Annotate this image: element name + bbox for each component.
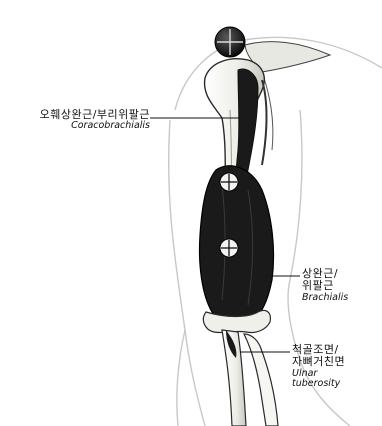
coracobrachialis-latin: Coracobrachialis (10, 121, 150, 132)
ulnar-tuberosity-label: 척골조면/ 자뼈거친면 Ulnar tuberosity (292, 344, 380, 390)
muscle-marker-lower (220, 239, 238, 257)
origin-marker (215, 27, 245, 57)
brachialis-label: 상완근/ 위팔근 Brachialis (302, 268, 380, 303)
brachialis-latin: Brachialis (302, 293, 380, 304)
ulnar-tuberosity-latin-2: tuberosity (292, 379, 380, 390)
ulnar-tuberosity-korean-2: 자뼈거친면 (292, 356, 380, 368)
radius (244, 334, 278, 426)
coracobrachialis-label: 오훼상완근/부리위팔근 Coracobrachialis (10, 109, 150, 132)
muscle-marker-upper (220, 173, 238, 191)
brachialis-korean-2: 위팔근 (302, 280, 380, 292)
